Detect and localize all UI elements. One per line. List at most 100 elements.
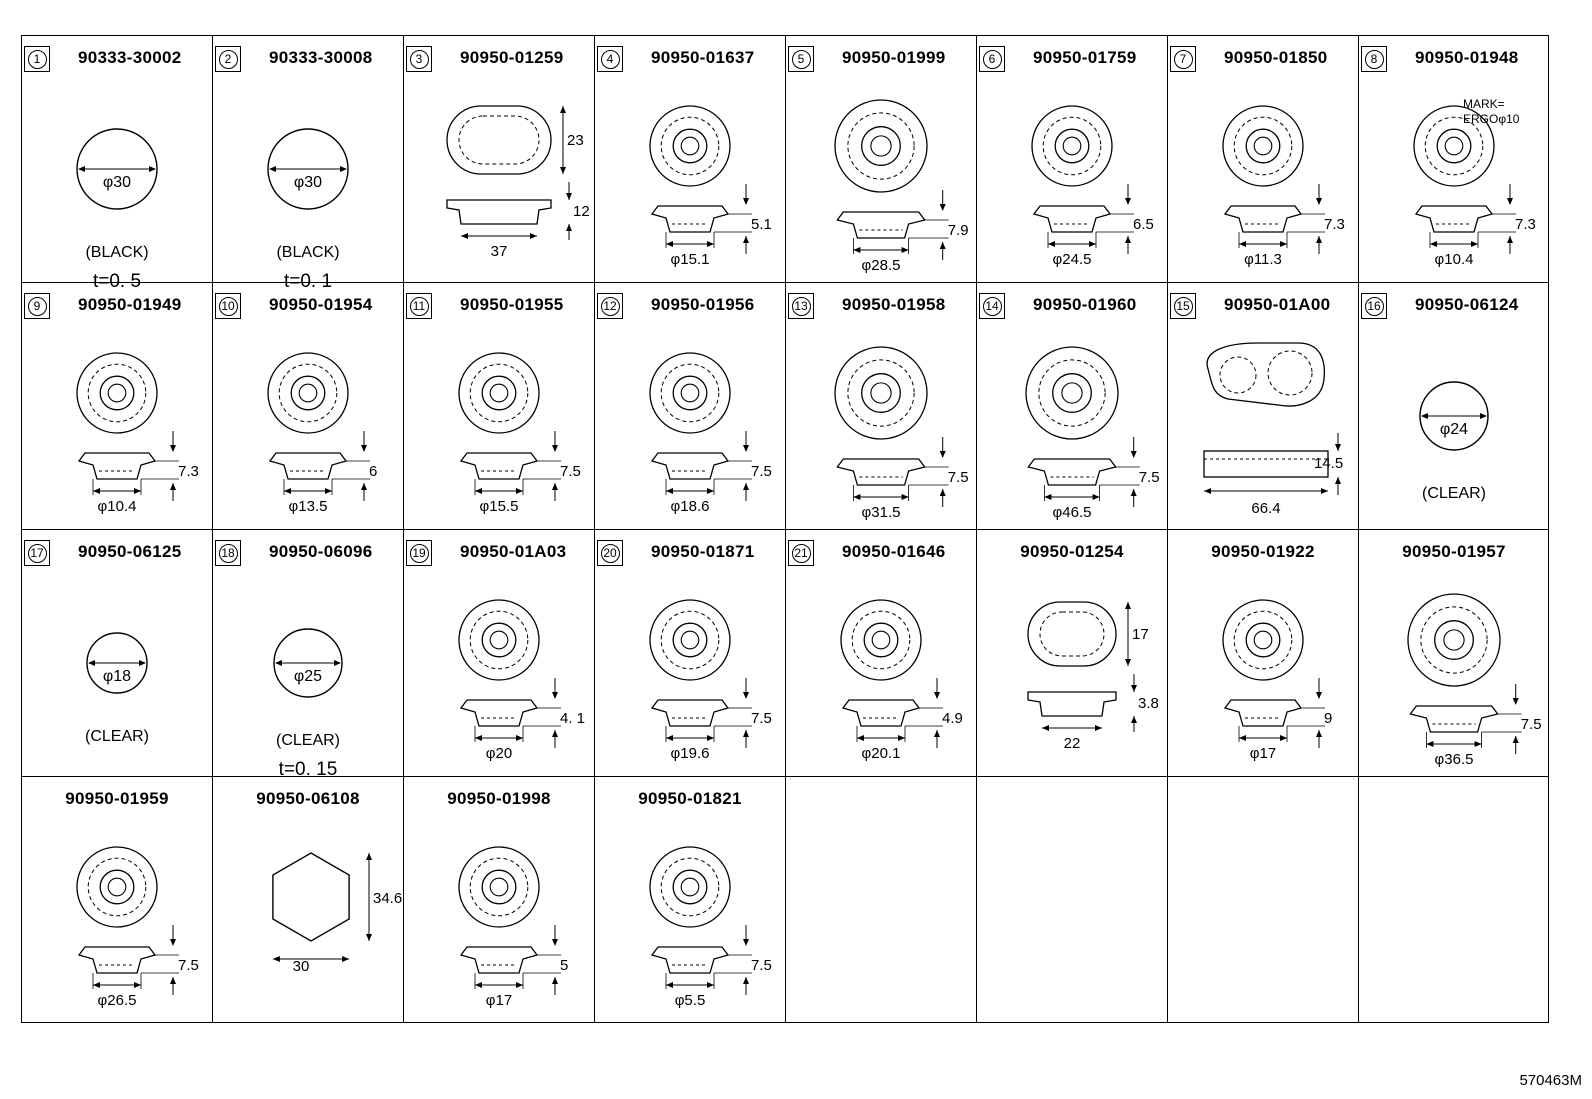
part-drawing: 7.5φ5.5: [649, 846, 772, 1009]
callout-number: 7: [1173, 49, 1193, 69]
part-outline: [1206, 342, 1326, 407]
part-number: 90950-01956: [651, 295, 755, 314]
diameter-dimension: φ36.5: [1435, 751, 1474, 768]
mark-label: ERGOφ10: [1463, 112, 1520, 126]
callout-badge: 15: [1170, 293, 1196, 319]
diameter-dimension: φ31.5: [862, 504, 901, 521]
depth-dimension: 12: [573, 203, 590, 220]
part-number: 90333-30002: [78, 48, 182, 67]
part-outline: [273, 628, 343, 698]
part-number: 90950-01637: [651, 48, 755, 67]
callout-number: 15: [1173, 296, 1193, 316]
part-note: (BLACK): [276, 244, 339, 261]
side-profile: [1032, 205, 1112, 233]
mark-label: MARK=: [1463, 97, 1505, 111]
side-profile: [446, 199, 552, 225]
height-dimension: 7.3: [178, 463, 199, 480]
part-number: 90950-06108: [256, 789, 360, 808]
dimension-label: φ24: [1440, 421, 1468, 438]
callout-number: 11: [409, 296, 429, 316]
part-note: (CLEAR): [276, 732, 340, 749]
side-profile: [77, 946, 157, 974]
height-dimension: 7.5: [178, 957, 199, 974]
callout-number: 18: [218, 543, 238, 563]
part-number: 90950-06096: [269, 542, 373, 561]
part-thickness: t=0. 5: [93, 271, 141, 292]
part-drawing: φ18(CLEAR): [85, 632, 149, 745]
part-number: 90950-06125: [78, 542, 182, 561]
part-drawing: φ30(BLACK)t=0. 5: [76, 128, 158, 292]
side-profile: [1027, 691, 1117, 717]
side-profile: [650, 205, 730, 233]
height-dimension: 6.5: [1133, 216, 1154, 233]
diameter-dimension: φ20.1: [862, 745, 901, 762]
part-number: 90950-01871: [651, 542, 755, 561]
part-number: 90950-01254: [1020, 542, 1124, 561]
side-profile: [650, 452, 730, 480]
callout-number: 19: [409, 543, 429, 563]
side-profile: [836, 458, 926, 486]
part-thickness: t=0. 1: [284, 271, 332, 292]
part-drawing: φ30(BLACK)t=0. 1: [267, 128, 349, 292]
part-note: (BLACK): [85, 244, 148, 261]
height-dimension: 7.5: [751, 710, 772, 727]
part-number: 90950-01A00: [1224, 295, 1331, 314]
height-dimension: 7.5: [751, 463, 772, 480]
callout-badge: 6: [979, 46, 1005, 72]
callout-number: 16: [1364, 296, 1384, 316]
part-number: 90950-01259: [460, 48, 564, 67]
depth-dimension: 3.8: [1138, 695, 1159, 712]
part-drawing: 14.566.4: [1203, 342, 1343, 517]
part-number: 90950-01759: [1033, 48, 1137, 67]
height-dimension: 7.5: [560, 463, 581, 480]
callout-number: 8: [1364, 49, 1384, 69]
height-dimension: 5: [560, 957, 568, 974]
part-number: 90950-01955: [460, 295, 564, 314]
height-dimension: 7.5: [1521, 716, 1542, 733]
callout-number: 6: [982, 49, 1002, 69]
hex-outline: [272, 852, 350, 942]
width-dimension: 37: [491, 243, 508, 260]
side-profile: [459, 946, 539, 974]
height-dimension: 34.6: [373, 890, 402, 907]
part-number: 90950-01954: [269, 295, 373, 314]
callout-badge: 19: [406, 540, 432, 566]
callout-badge: 10: [215, 293, 241, 319]
side-profile: [268, 452, 348, 480]
part-drawing: φ25(CLEAR)t=0. 15: [273, 628, 343, 780]
side-profile: [1223, 205, 1303, 233]
callout-number: 20: [600, 543, 620, 563]
dimension-label: φ25: [294, 668, 322, 685]
part-drawing: φ24(CLEAR): [1419, 381, 1489, 502]
diameter-dimension: φ17: [1250, 745, 1276, 762]
callout-number: 9: [27, 296, 47, 316]
diameter-dimension: φ18.6: [671, 498, 710, 515]
part-number: 90950-01922: [1211, 542, 1315, 561]
height-dimension: 7.5: [1139, 469, 1160, 486]
diameter-dimension: φ10.4: [98, 498, 137, 515]
diameter-dimension: φ13.5: [289, 498, 328, 515]
side-profile: [1223, 699, 1303, 727]
side-profile: [459, 699, 539, 727]
